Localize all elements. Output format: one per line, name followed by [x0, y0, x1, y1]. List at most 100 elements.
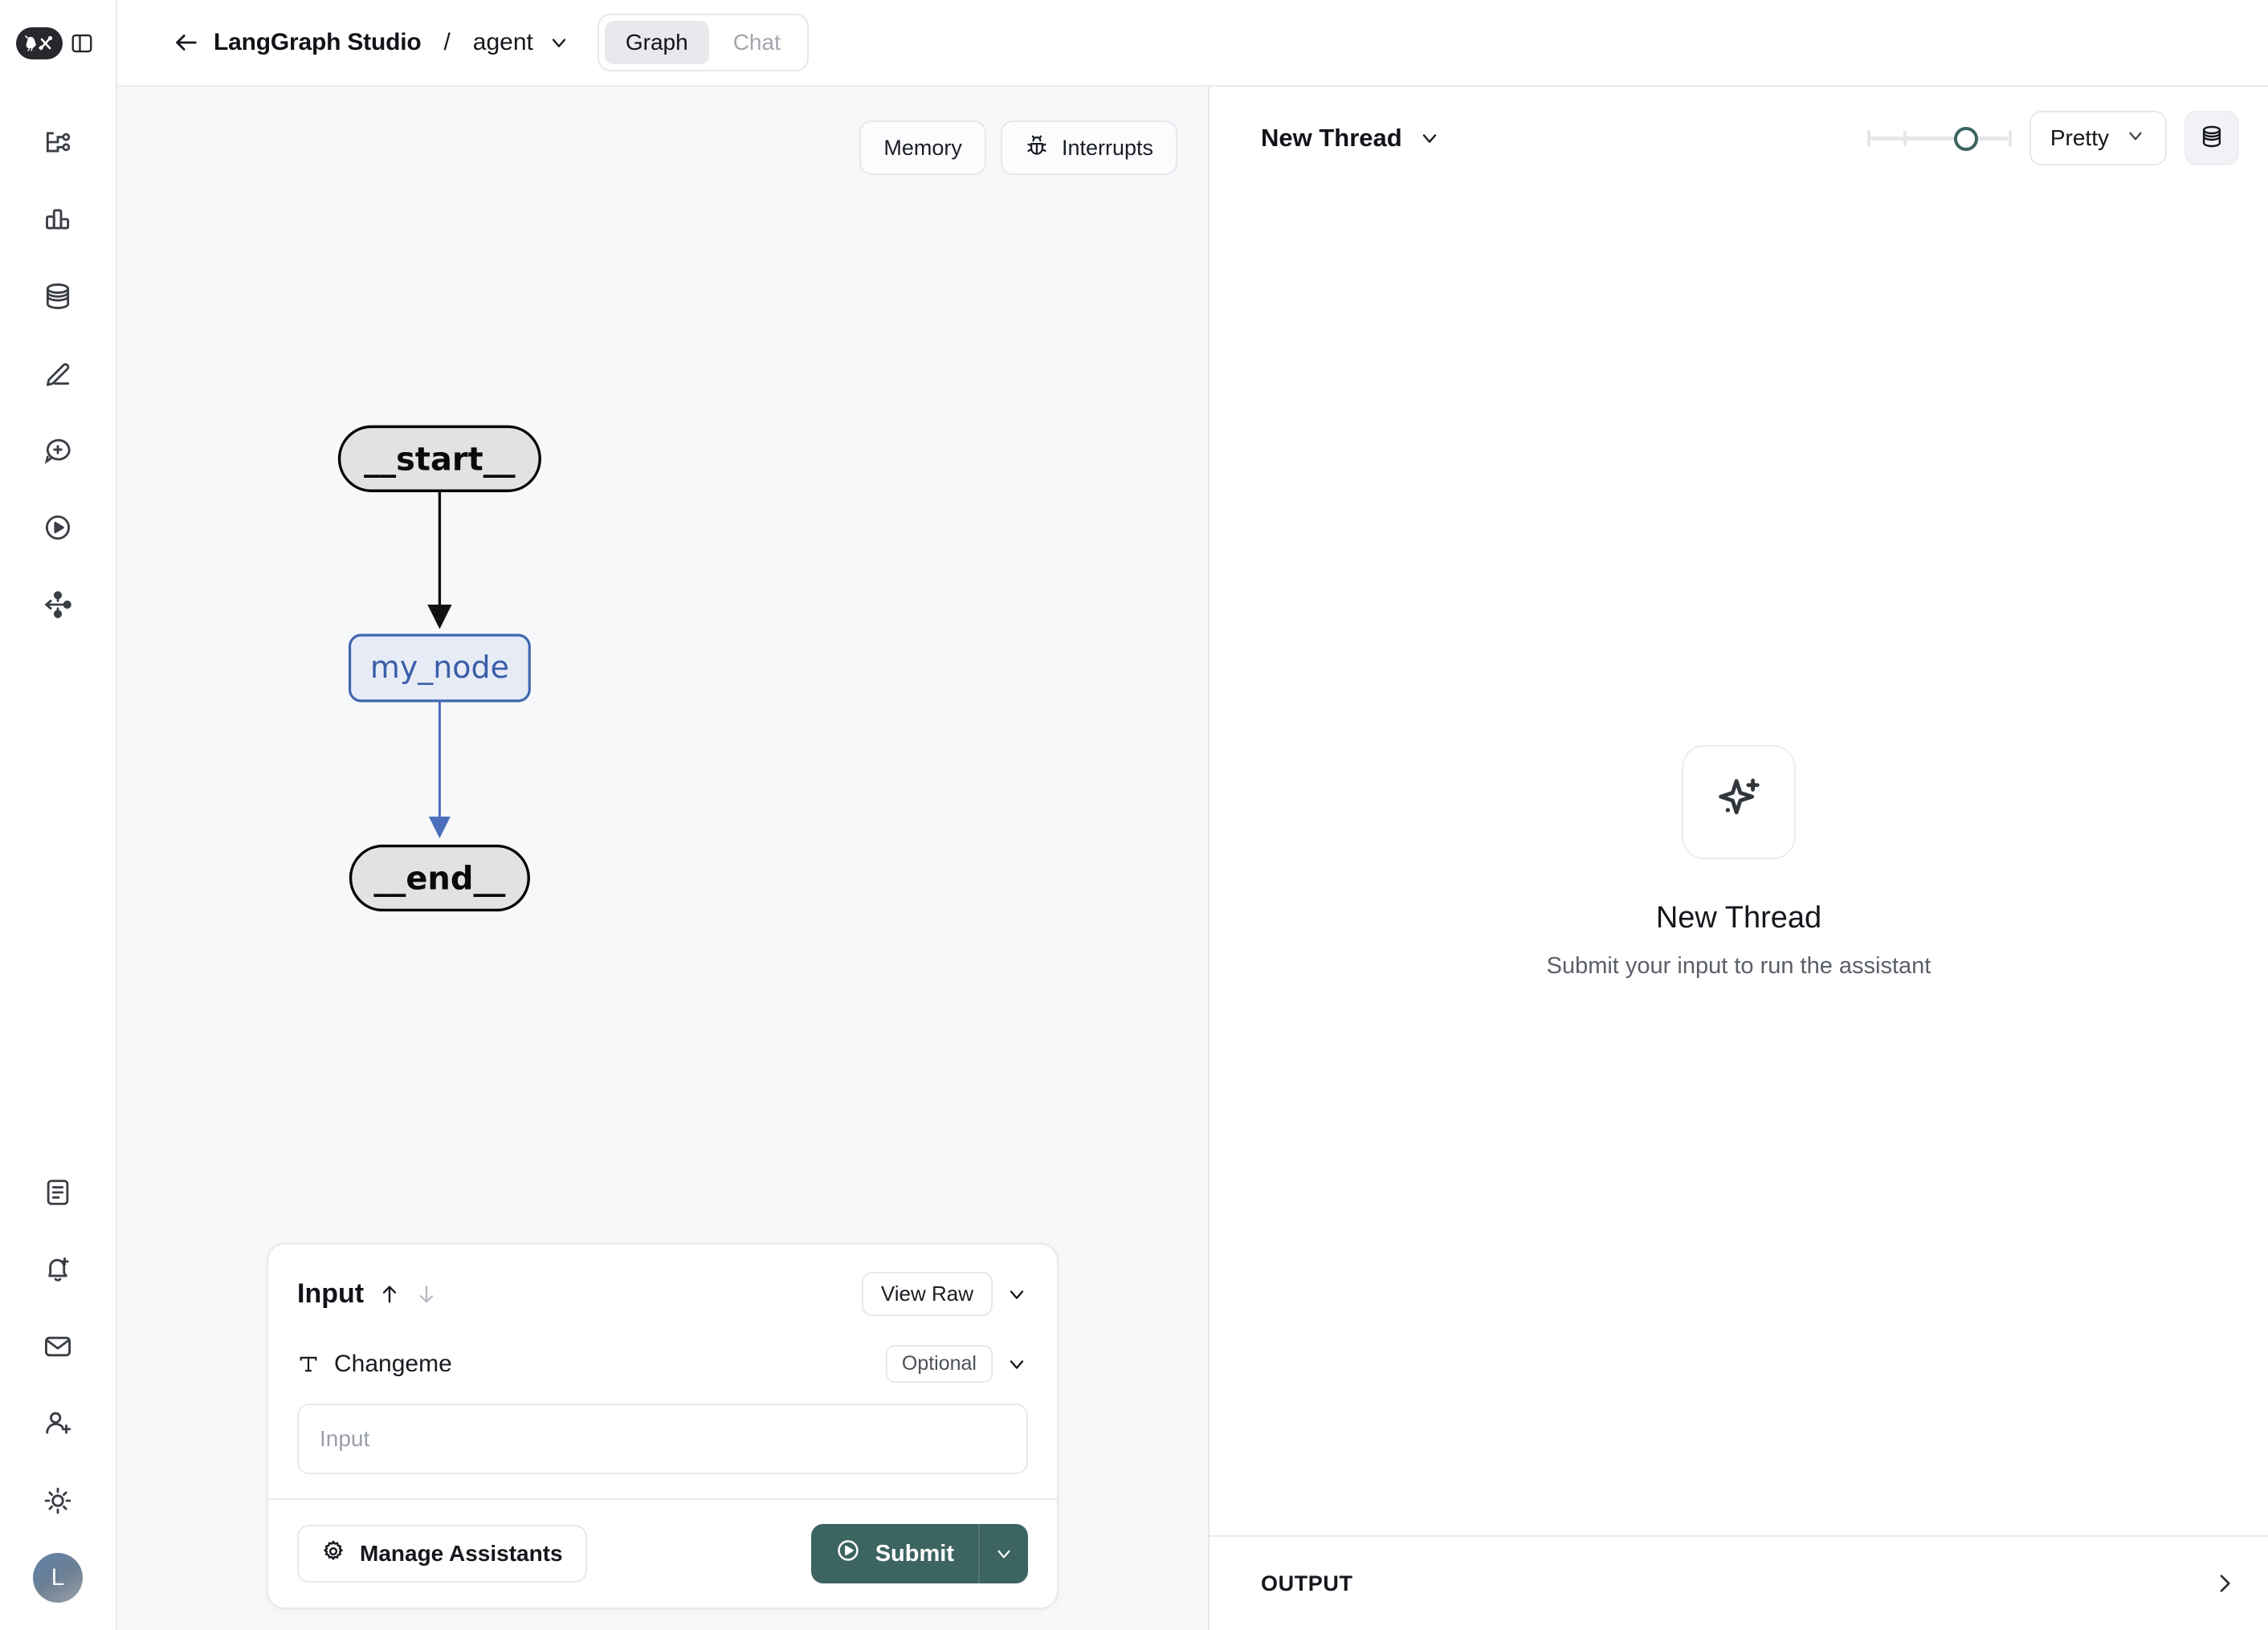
sparkles-icon — [1711, 773, 1766, 832]
submit-button-group[interactable]: Submit — [810, 1524, 1028, 1583]
page-title[interactable]: LangGraph Studio — [214, 29, 422, 55]
history-slider-cap-left — [1866, 130, 1870, 147]
history-slider-cap-right — [2008, 130, 2012, 147]
input-field-collapse-icon[interactable] — [1006, 1353, 1028, 1375]
assistant-name[interactable]: agent — [472, 29, 533, 55]
empty-state-title: New Thread — [1655, 901, 1822, 935]
bug-icon — [1025, 133, 1049, 163]
graph-node-start[interactable]: __start__ — [337, 425, 541, 492]
input-text-field[interactable] — [297, 1404, 1028, 1474]
graph-node-end-label: __end__ — [373, 861, 505, 898]
input-panel-title: Input — [297, 1278, 365, 1309]
manage-assistants-label: Manage Assistants — [360, 1541, 563, 1566]
memory-button[interactable]: Memory — [859, 120, 986, 175]
interrupts-button[interactable]: Interrupts — [1000, 120, 1177, 175]
graph-flow-icon — [43, 127, 73, 157]
view-tabs: Graph Chat — [597, 14, 809, 71]
tab-graph[interactable]: Graph — [604, 21, 709, 64]
mail-icon — [43, 1331, 73, 1362]
thread-pane-header: New Thread — [1209, 87, 2268, 189]
back-arrow-icon[interactable] — [170, 26, 202, 59]
top-bar: LangGraph Studio / agent Graph Chat — [117, 0, 2268, 87]
play-circle-icon — [43, 512, 73, 543]
sidebar-item-docs[interactable] — [33, 1167, 83, 1217]
input-field-row: Changeme Optional — [297, 1345, 1028, 1383]
sidebar-item-deployments[interactable] — [33, 580, 83, 630]
sidebar-item-playground[interactable] — [33, 503, 83, 552]
sidebar-item-analytics[interactable] — [33, 194, 83, 244]
main-column: LangGraph Studio / agent Graph Chat Memo… — [117, 0, 2268, 1630]
graph-node-my-node-label: my_node — [370, 650, 509, 685]
text-type-icon — [297, 1353, 320, 1375]
graph-node-end[interactable]: __end__ — [349, 844, 530, 912]
manage-assistants-button[interactable]: Manage Assistants — [297, 1525, 587, 1583]
arrow-down-icon[interactable] — [415, 1283, 438, 1306]
play-circle-icon — [835, 1538, 861, 1570]
chevron-down-icon[interactable] — [548, 31, 570, 54]
format-select[interactable]: Pretty — [2029, 111, 2167, 165]
rail-bottom-icons: L — [0, 1167, 116, 1603]
submit-dropdown-icon[interactable] — [978, 1524, 1028, 1583]
thread-empty-state: New Thread Submit your input to run the … — [1209, 189, 2268, 1535]
history-slider-track — [1870, 137, 2009, 141]
sidebar-item-alerts[interactable] — [33, 1245, 83, 1294]
empty-state-subtitle: Submit your input to run the assistant — [1546, 953, 1931, 979]
graph-node-start-label: __start__ — [364, 441, 516, 478]
sidebar-item-graph[interactable] — [33, 117, 83, 167]
input-panel-collapse-icon[interactable] — [1006, 1283, 1028, 1306]
sidebar-item-datasets[interactable] — [33, 271, 83, 321]
sidebar-item-annotate[interactable] — [33, 348, 83, 398]
toggle-sidebar-icon[interactable] — [64, 26, 100, 61]
gear-icon — [321, 1539, 345, 1569]
sidebar-item-invite[interactable] — [33, 1399, 83, 1449]
view-raw-button[interactable]: View Raw — [861, 1272, 993, 1316]
state-database-button[interactable] — [2184, 111, 2239, 165]
langchain-logo[interactable] — [16, 27, 63, 59]
body-split: Memory I — [117, 87, 2268, 1630]
interrupts-button-label: Interrupts — [1061, 135, 1153, 160]
thread-selector-label[interactable]: New Thread — [1261, 124, 1402, 152]
input-panel-body: Input — [268, 1245, 1057, 1498]
left-rail: L — [0, 0, 117, 1630]
breadcrumb-separator: / — [443, 29, 451, 55]
graph-canvas[interactable]: __start__ my_node __end__ — [117, 87, 1208, 1450]
sidebar-item-new-message[interactable] — [33, 426, 83, 475]
avatar[interactable]: L — [33, 1553, 83, 1603]
chevron-right-icon[interactable] — [2212, 1571, 2237, 1596]
database-icon — [2199, 124, 2225, 153]
input-panel-header: Input — [297, 1272, 1028, 1316]
input-field-name: Changeme — [334, 1350, 452, 1377]
document-icon — [43, 1177, 73, 1208]
submit-button[interactable]: Submit — [811, 1524, 978, 1583]
format-select-label: Pretty — [2050, 125, 2109, 150]
bar-chart-icon — [43, 204, 73, 234]
tab-chat[interactable]: Chat — [732, 30, 781, 55]
graph-pane: Memory I — [117, 87, 1209, 1630]
message-plus-icon — [43, 435, 73, 466]
optional-badge[interactable]: Optional — [885, 1345, 993, 1383]
user-plus-icon — [43, 1408, 73, 1439]
thread-selector-chevron-down-icon[interactable] — [1418, 127, 1441, 149]
sun-icon — [43, 1485, 73, 1516]
history-slider-tick — [1903, 131, 1907, 146]
network-nodes-icon — [43, 589, 73, 620]
rail-top-icons — [33, 117, 83, 630]
history-slider-handle[interactable] — [1953, 127, 1978, 151]
graph-node-my-node[interactable]: my_node — [348, 634, 531, 703]
bell-plus-icon — [43, 1254, 73, 1285]
history-slider[interactable] — [1866, 122, 2012, 154]
pencil-icon — [43, 358, 73, 389]
sidebar-item-theme[interactable] — [33, 1476, 83, 1526]
submit-button-label: Submit — [875, 1540, 954, 1567]
sparkles-icon-box — [1682, 745, 1796, 859]
arrow-up-icon[interactable] — [378, 1283, 401, 1306]
chevron-down-icon — [2125, 125, 2146, 152]
database-icon — [43, 281, 73, 312]
output-label: OUTPUT — [1261, 1571, 1353, 1595]
thread-pane: New Thread — [1209, 87, 2268, 1630]
memory-button-label: Memory — [883, 135, 962, 160]
sidebar-item-inbox[interactable] — [33, 1322, 83, 1371]
output-bar[interactable]: OUTPUT — [1209, 1535, 2268, 1630]
input-panel-footer: Manage Assistants Submit — [268, 1498, 1057, 1608]
